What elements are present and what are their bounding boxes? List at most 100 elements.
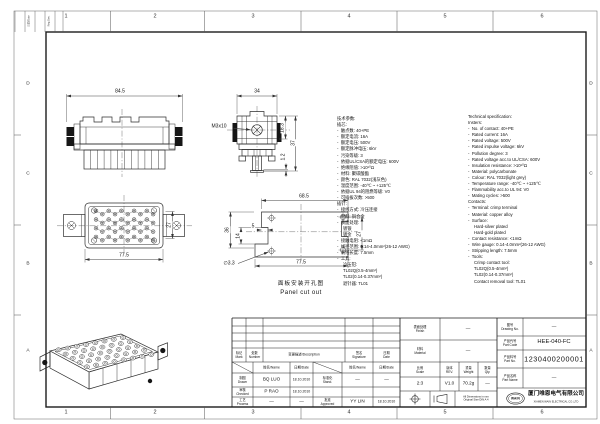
- column-index: 3: [251, 13, 255, 20]
- process-date: —: [299, 398, 304, 404]
- part-code-label: 产品代号 Part Code: [502, 339, 518, 347]
- contact-pattern: [93, 208, 156, 243]
- stand-label: 标准化 Stand.: [322, 376, 333, 384]
- screw-callout: M3x10: [210, 123, 228, 130]
- company-logo-icon: [506, 392, 525, 405]
- side-view-drawing: [66, 94, 183, 177]
- dim-cutout-top: 68.5: [298, 193, 310, 199]
- cutout-caption-en: Panel cut out: [280, 290, 322, 296]
- column-index: 3: [251, 409, 255, 416]
- finish-label: 表面处理 Finish: [413, 325, 427, 333]
- date-header: 日期/Date: [294, 364, 309, 369]
- scale-label: 比例 Scale: [416, 365, 424, 374]
- dim-cutout-bottom: 77.5: [295, 259, 307, 265]
- drawn-name: BQ LUO: [262, 376, 281, 382]
- dim-end-h3: 1.2: [280, 153, 287, 161]
- row-index: C: [589, 171, 593, 177]
- column-index: 2: [153, 409, 157, 416]
- dim-end-h1: 18.3: [279, 122, 286, 133]
- material-value: —: [465, 347, 471, 353]
- cone-symbol-icon: [433, 393, 448, 405]
- company-name-en: XIAMEN WAIN ELECTRICAL CO.,LTD: [533, 400, 579, 404]
- iso-contact-pattern: [55, 335, 155, 370]
- approved-date: 18.10.2010: [377, 399, 396, 404]
- approved-label: 批准 Approved: [320, 398, 335, 406]
- end-view-drawing: [227, 94, 298, 178]
- stand-date: —: [384, 376, 389, 382]
- column-index: 5: [443, 409, 447, 416]
- row-index: A: [589, 348, 593, 354]
- row-index: B: [589, 261, 593, 267]
- front-view-drawing: [57, 195, 192, 263]
- part-name-label: 产品名称 Part Name: [502, 374, 518, 382]
- row-index: C: [26, 171, 30, 177]
- drawn-date: 18.10.2010: [292, 377, 311, 382]
- checked-name: P RAO: [264, 388, 279, 394]
- scale-value: 2:3: [416, 380, 424, 386]
- dim-front-width: 77.5: [118, 252, 130, 259]
- checked-label: 审核 Checked: [236, 388, 249, 396]
- title-block-grid: [231, 317, 586, 407]
- material-label: 材料 Material: [414, 347, 426, 355]
- rev-header-date: 日期 Date: [383, 351, 390, 359]
- name-header: 姓名/Name: [263, 364, 280, 369]
- part-code-value: HEE-040-FC: [537, 339, 571, 346]
- process-name: —: [269, 398, 274, 404]
- dim-end-width: 34: [253, 88, 261, 94]
- date-header: 日期/Date: [379, 364, 394, 369]
- row-index: B: [26, 261, 30, 267]
- rev-header-description: 变更描述/Description: [288, 352, 320, 357]
- panel-cutout-drawing: [228, 198, 364, 268]
- row-index: D: [589, 81, 593, 87]
- rev-label: 版本 REV.: [445, 365, 454, 374]
- filing-strip-grid: [14, 11, 64, 32]
- rev-value: V1.0: [444, 380, 455, 386]
- column-index: 5: [443, 13, 447, 20]
- qty-label: 数量 Qty.: [484, 365, 491, 374]
- company-logo-text: WAIN: [510, 395, 521, 400]
- dim-cutout-step-width: 5: [251, 223, 255, 230]
- drawing-no-label: 图号 Drawing No.: [501, 323, 519, 331]
- part-name-value: —: [551, 374, 557, 380]
- filing-strip-label: Reg.Des.: [47, 15, 51, 27]
- row-index: A: [26, 348, 30, 354]
- dim-front-height: 27: [166, 221, 173, 229]
- qty-value: —: [485, 380, 490, 386]
- dimensions-note: All Dimensions in mm Original Size DIN A…: [463, 395, 489, 402]
- column-index: 1: [64, 409, 68, 416]
- company-name-zh: 厦门唯恩电气有限公司: [528, 391, 584, 398]
- sheet-frame: [13, 10, 598, 420]
- column-index: 6: [540, 409, 544, 416]
- row-index: D: [26, 81, 30, 87]
- name-header: 姓名/Name: [349, 364, 366, 369]
- checked-date: 18.10.2010: [292, 389, 311, 394]
- process-label: 工艺 Process: [236, 398, 249, 406]
- column-index: 4: [347, 13, 351, 20]
- column-index: 6: [540, 13, 544, 20]
- dim-end-h2: 37: [290, 139, 296, 147]
- tech-spec-en: Technical specification: Insters: - No. …: [468, 114, 546, 284]
- stand-name: —: [355, 376, 360, 382]
- dim-cutout-hole: ∅3.3: [222, 260, 236, 267]
- rev-header-mark: 标记 Mark: [235, 351, 243, 359]
- approved-name: YY LIN: [350, 398, 365, 404]
- rev-header-signature: 签名 Signature: [352, 351, 366, 359]
- column-index: 4: [347, 409, 351, 416]
- isometric-view-drawing: [39, 333, 168, 390]
- drawn-label: 制图 Drawn: [237, 376, 248, 384]
- dim-cutout-step-height: 14: [235, 232, 241, 239]
- weight-value: 70.2g: [462, 380, 475, 386]
- rev-header-number: 处数 Number: [248, 351, 261, 359]
- column-index: 2: [153, 13, 157, 20]
- dim-side-width: 84.5: [114, 88, 126, 94]
- finish-value: —: [465, 325, 471, 331]
- tech-spec-zh: 技术参数: 插芯: - 触点数: 40+PE - 额定电流: 16A - 额定电…: [337, 116, 410, 286]
- drawing-no-value: —: [551, 323, 557, 329]
- cutout-caption-zh: 面板安装开孔图: [277, 281, 325, 288]
- part-no-label: 产品料号 Part No.: [503, 355, 517, 363]
- filing-strip-label: 日期/Date: [27, 15, 31, 27]
- weight-label: 重量 Weight: [463, 365, 474, 374]
- column-index: 1: [64, 13, 68, 20]
